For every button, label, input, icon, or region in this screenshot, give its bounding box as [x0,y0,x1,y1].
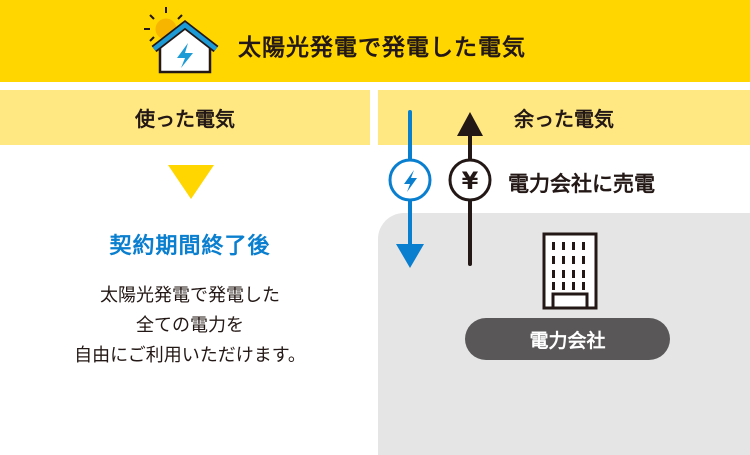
money-flow-arrow: ¥ [448,112,492,266]
flow-arrows: ¥ [388,110,492,268]
description-line: 全ての電力を [136,315,244,336]
building-icon [542,232,598,310]
lightning-icon [404,170,417,192]
electricity-flow-arrow [388,110,432,268]
description-line: 自由にご利用いただけます。 [74,345,306,366]
sell-to-company-label: 電力会社に売電 [508,172,655,196]
solar-house-icon [144,7,219,74]
after-contract-heading: 契約期間終了後 [109,234,271,259]
surplus-electricity-header: 余った電気 [378,90,750,145]
power-company-label: 電力会社 [465,318,670,360]
down-triangle-icon [168,165,214,199]
header-band [0,0,750,82]
yen-icon: ¥ [462,167,479,195]
description: 太陽光発電で発電した 全ての電力を 自由にご利用いただけます。 [0,281,380,371]
page-title: 太陽光発電で発電した電気 [238,35,526,61]
description-line: 太陽光発電で発電した [100,285,280,306]
used-electricity-header: 使った電気 [0,90,370,145]
